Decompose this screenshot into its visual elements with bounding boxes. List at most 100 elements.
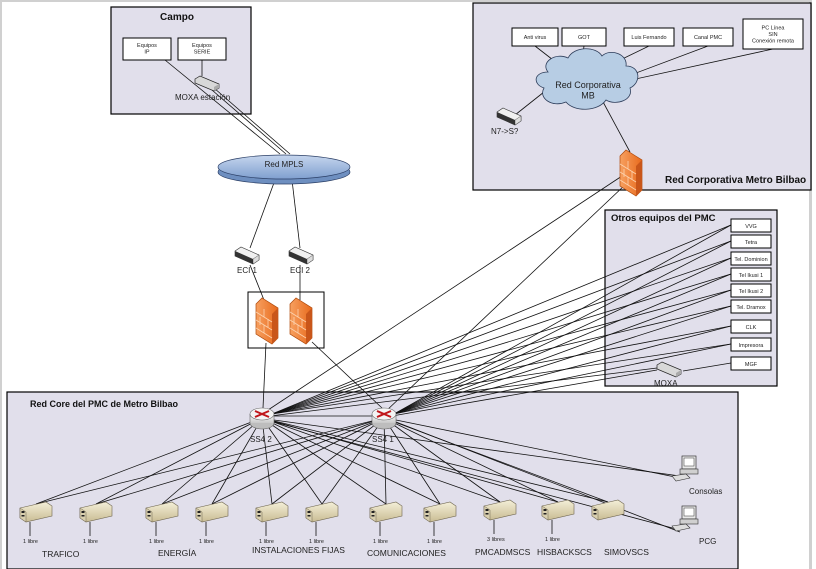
connection-line [383,417,559,503]
server-2[interactable]: 1 libre [79,501,113,545]
server-3[interactable]: 1 libre [145,501,179,545]
otros-title: Otros equipos del PMC [611,213,716,224]
connection-line [261,417,609,503]
otros-box-vvg[interactable]: VVG [730,218,772,233]
moxa-estacion-label: MOXA estación [175,93,230,102]
eci1-switch-icon[interactable] [234,246,260,265]
connection-line [393,224,732,415]
connection-line [249,179,276,249]
corp-box-luis-fernando[interactable]: Luis Fernando [623,27,675,47]
connection-line [264,175,623,413]
server-5[interactable]: 1 libre [255,501,289,545]
group-label-hisbackscs: HISBACKSCS [537,547,592,557]
firewall-group-box [247,291,325,349]
corp-box-anti-virus[interactable]: Anti virus [511,27,559,47]
otros-box-tel-dominion[interactable]: Tel. Dominion [730,251,772,266]
connection-line [627,45,709,77]
otros-box-tel-ikusi-1[interactable]: Tel Ikusi 1 [730,267,772,282]
server-4[interactable]: 1 libre [195,501,229,545]
server-free-ports: 1 libre [23,539,38,545]
connection-line [211,417,385,505]
eci1-label: ECI 1 [237,266,258,275]
connection-line [271,289,732,415]
router-ss4-2-icon[interactable] [249,407,275,430]
connection-line [391,369,658,417]
firewall-2-icon[interactable] [289,297,313,345]
connection-line [393,257,732,415]
otros-box-impresora[interactable]: Impresora [730,337,772,352]
connection-line [311,341,383,409]
connection-line [261,417,501,503]
connection-line [514,91,545,116]
server-10[interactable]: 1 libre [541,499,575,543]
connection-line [95,417,385,505]
connection-line [630,48,774,81]
otros-box-label: CLK [746,325,757,331]
connection-line [204,83,287,155]
connection-lines [35,45,774,533]
otros-box-clk[interactable]: CLK [730,319,772,334]
connection-line [261,417,273,505]
group-label-comunicaciones: COMUNICACIONES [367,548,446,558]
eci2-label: ECI 2 [290,266,311,275]
corp-box-label: Anti virus [524,35,547,41]
connection-line [383,417,441,505]
mpls-cloud[interactable]: Red MPLS [217,154,351,185]
otros-box-label: Tel. Dominion [734,257,767,263]
connection-line [211,417,263,505]
server-8[interactable]: 1 libre [423,501,457,545]
router-ss4-1-label: SS4 1 [372,435,394,444]
connection-line [35,417,263,505]
connection-line [213,87,291,155]
eci2-switch-icon[interactable] [288,246,314,265]
otros-box-tel-ikusi-2[interactable]: Tel Ikusi 2 [730,283,772,298]
n7-switch-label: N7->S? [491,127,519,136]
connection-line [271,240,732,415]
corp-box-got[interactable]: GOT [561,27,607,47]
connection-line [395,421,681,533]
connection-line [393,240,732,415]
connection-line [261,417,323,505]
otros-box-tetra[interactable]: Tetra [730,234,772,249]
corp-box-canal-pmc[interactable]: Canal PMC [682,27,734,47]
server-free-ports: 1 libre [545,537,560,543]
connection-line [271,305,732,415]
connection-line [271,325,732,415]
server-7[interactable]: 1 libre [369,501,403,545]
group-label-simovscs: SIMOVSCS [604,547,649,557]
connection-line [601,99,631,153]
server-1[interactable]: 1 libre [19,501,53,545]
connection-line [271,273,732,415]
connection-line [383,417,501,503]
otros-box-label: Tel. Dramox [736,305,766,311]
otros-box-mgf[interactable]: MGF [730,356,772,371]
otros-box-tel-dramox[interactable]: Tel. Dramox [730,299,772,314]
connection-line [271,224,732,415]
connection-line [395,419,681,479]
connection-line [161,417,263,505]
server-9[interactable]: 3 libres [483,499,517,543]
campo-title: Campo [160,12,194,23]
group-label-trafico: TRAFICO [42,549,80,559]
core-title: Red Core del PMC de Metro Bilbao [30,399,179,409]
connection-line [95,417,263,505]
router-ss4-1-icon[interactable] [371,407,397,430]
connection-line [273,419,681,477]
server-6[interactable]: 1 libre [305,501,339,545]
corp-box-label: Luis Fernando [631,35,666,41]
corporativa-title: Red Corporativa Metro Bilbao [665,175,806,186]
connection-line [271,343,732,415]
firewall-1-icon[interactable] [255,297,279,345]
corp-box-label: Canal PMC [694,35,722,41]
server-free-ports: 1 libre [309,539,324,545]
router-ss4-2-label: SS4 2 [250,435,272,444]
server-free-ports: 1 libre [199,539,214,545]
